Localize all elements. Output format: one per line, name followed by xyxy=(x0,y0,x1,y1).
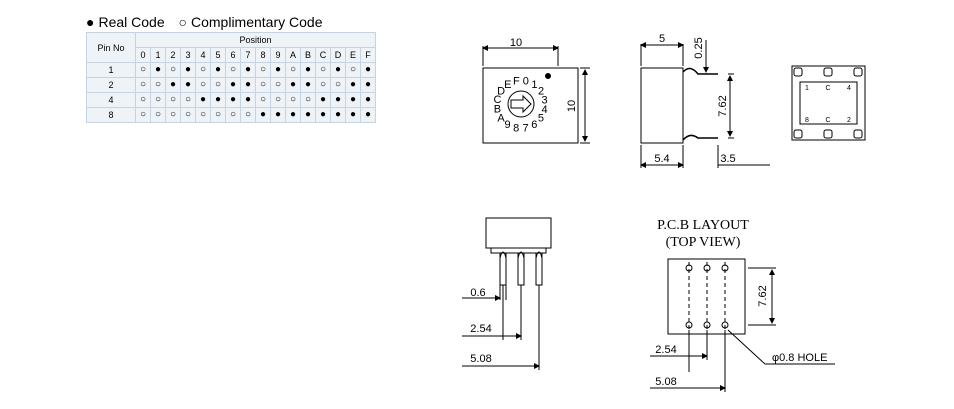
side-pitch-dim: 7.62 xyxy=(717,95,729,116)
side-view xyxy=(640,40,770,168)
real-code-symbol: ● xyxy=(86,14,95,30)
dial-label: 6 xyxy=(531,119,537,131)
side-body-dim: 5.4 xyxy=(654,153,669,165)
real-code-dot: ● xyxy=(360,107,376,123)
pin-no-header: Pin No xyxy=(86,32,136,63)
table-row: 2○○●●○○●●○○●●○○●● xyxy=(86,77,376,93)
pcb-layout xyxy=(650,258,835,392)
dial-label: 1 xyxy=(531,79,537,91)
top-height-dim: 10 xyxy=(566,100,578,112)
dial-label: 5 xyxy=(538,112,544,124)
arrow-icon xyxy=(510,94,532,114)
front-span-dim: 5.08 xyxy=(470,353,491,365)
code-legend: ●Real Code ○Complimentary Code xyxy=(86,14,326,30)
comp-code-symbol: ○ xyxy=(178,14,187,30)
bottom-view xyxy=(791,65,866,141)
bottom-pin-label: C xyxy=(825,117,830,124)
bottom-pin-label: 4 xyxy=(847,85,851,92)
bottom-view-body xyxy=(791,65,866,141)
dial-label: 2 xyxy=(538,86,544,98)
dial-label: F xyxy=(513,75,520,87)
top-view xyxy=(482,45,590,144)
dial-label: 3 xyxy=(541,94,547,106)
front-view xyxy=(462,217,552,370)
side-view-body xyxy=(640,67,684,144)
table-row: 4○○○○●●●●○○○○●●●● xyxy=(86,92,376,108)
real-code-dot: ● xyxy=(255,107,271,123)
dial-label: E xyxy=(504,79,511,91)
comp-code-label: Complimentary Code xyxy=(190,14,323,30)
dial-label: B xyxy=(494,104,501,116)
bottom-pin-label: 2 xyxy=(847,117,851,124)
pcb-subtitle: (TOP VIEW) xyxy=(666,235,741,250)
dial-label: 8 xyxy=(513,123,519,135)
pcb-vertical-dim: 7.62 xyxy=(757,285,769,306)
table-row: 8○○○○○○○○●●●●●●●● xyxy=(86,107,376,123)
dial-label: 4 xyxy=(541,104,547,116)
front-pitch-dim: 2.54 xyxy=(470,323,491,335)
pcb-title: P.C.B LAYOUT xyxy=(657,218,749,233)
dial-label: A xyxy=(497,112,505,124)
front-pin-width-dim: 0.6 xyxy=(470,287,485,299)
pcb-pitch-dim: 2.54 xyxy=(655,344,676,356)
bottom-pin-label: 1 xyxy=(805,85,809,92)
bottom-pin-label: 8 xyxy=(805,117,809,124)
dial-label: 9 xyxy=(505,119,511,131)
dial-label: D xyxy=(497,86,505,98)
top-view-body xyxy=(482,67,579,144)
top-width-dim: 10 xyxy=(510,37,522,49)
side-gap-dim: 0.25 xyxy=(693,37,705,58)
rotary-dial xyxy=(507,90,535,118)
dial-label: C xyxy=(494,94,502,106)
index-dot xyxy=(545,73,551,79)
pcb-holes xyxy=(685,262,729,332)
side-lead-dim: 3.5 xyxy=(720,153,735,165)
position-col-label: F xyxy=(360,47,376,63)
pcb-hole-label: φ0.8 HOLE xyxy=(772,352,827,364)
pcb-span-dim: 5.08 xyxy=(655,376,676,388)
dial-label: 7 xyxy=(523,123,529,135)
real-code-label: Real Code xyxy=(98,14,165,30)
side-top-dim: 5 xyxy=(659,33,665,45)
comp-code-dot: ○ xyxy=(150,107,166,123)
real-code-dot: ● xyxy=(315,107,331,123)
pin-number: 8 xyxy=(86,107,136,123)
dial-label: 0 xyxy=(523,75,529,87)
front-view-body xyxy=(485,217,552,249)
bottom-pin-label: C xyxy=(825,85,830,92)
